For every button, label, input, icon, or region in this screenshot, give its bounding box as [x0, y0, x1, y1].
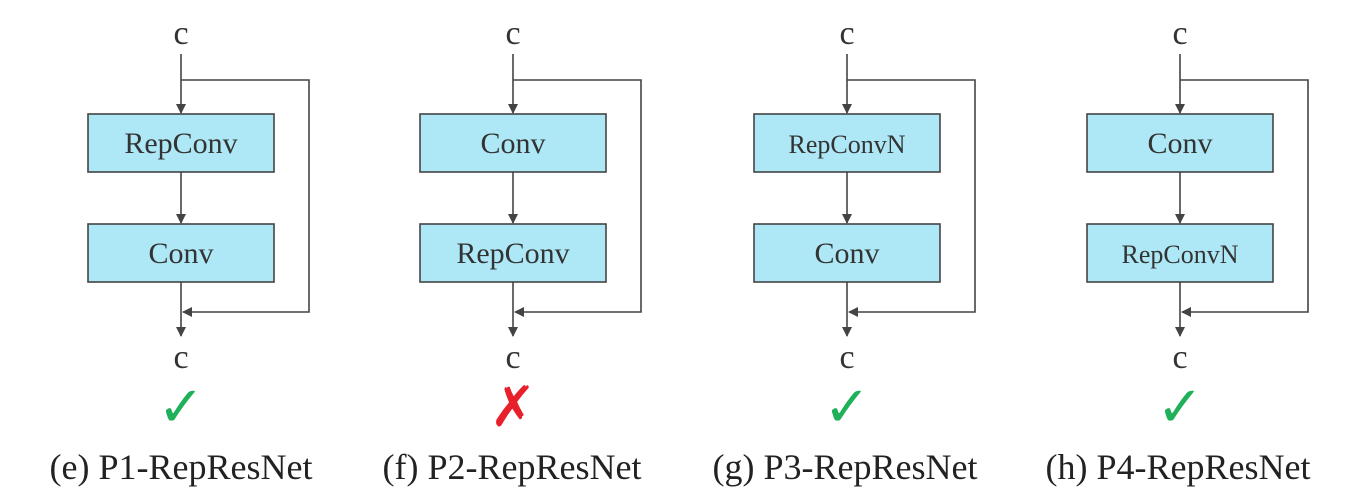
panel-caption: (e) P1-RepResNet	[50, 447, 313, 487]
block-1-label: Conv	[1147, 127, 1212, 160]
input-channel-label: c	[173, 15, 188, 52]
check-icon: ✓	[158, 375, 205, 440]
skip-connection	[847, 79, 976, 317]
block-2-label: RepConv	[456, 237, 569, 270]
panel-caption: (g) P3-RepResNet	[713, 447, 978, 487]
output-channel-label: c	[1172, 339, 1187, 376]
skip-connection	[181, 79, 310, 317]
skip-connection	[1180, 79, 1309, 317]
check-icon: ✓	[1157, 375, 1204, 440]
block-2-box	[87, 223, 275, 283]
panel-caption: (h) P4-RepResNet	[1046, 447, 1311, 487]
panel-caption: (f) P2-RepResNet	[383, 447, 642, 487]
check-icon: ✓	[824, 375, 871, 440]
block-2-label: RepConvN	[1122, 240, 1239, 269]
output-channel-label: c	[505, 339, 520, 376]
input-channel-label: c	[1172, 15, 1187, 52]
block-2-box	[1086, 223, 1274, 283]
block-1-box	[419, 113, 607, 173]
block-2-label: Conv	[814, 237, 879, 270]
output-channel-label: c	[839, 339, 854, 376]
block-2-label: Conv	[148, 237, 213, 270]
skip-connection	[513, 79, 642, 317]
block-2-box	[419, 223, 607, 283]
output-channel-label: c	[173, 339, 188, 376]
block-2-box	[753, 223, 941, 283]
input-channel-label: c	[505, 15, 520, 52]
block-1-label: RepConvN	[789, 130, 906, 159]
block-1-label: RepConv	[124, 127, 237, 160]
cross-icon: ✗	[490, 375, 537, 440]
input-channel-label: c	[839, 15, 854, 52]
block-1-label: Conv	[480, 127, 545, 160]
block-1-box	[1086, 113, 1274, 173]
